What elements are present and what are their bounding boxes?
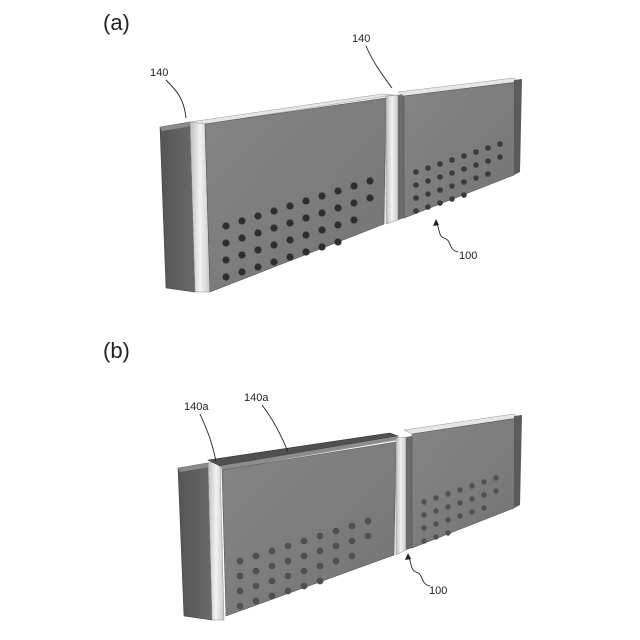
face-panel-1-b <box>222 442 396 616</box>
leader-line-100-a <box>436 222 458 252</box>
panel-a-label: (a) <box>103 10 130 35</box>
arrowhead-100-a <box>433 219 439 226</box>
ref-100-a: 100 <box>459 250 477 262</box>
callout-140a-right: 140a <box>244 392 269 404</box>
left-side-block <box>160 122 195 292</box>
leader-line-140-right <box>366 46 392 88</box>
divider-strip-b <box>396 437 406 555</box>
callout-140-right: 140 <box>352 33 370 45</box>
divider-strip <box>386 95 398 224</box>
callout-140a-left: 140a <box>184 401 209 413</box>
leader-line-140a-left <box>200 414 216 462</box>
leader-line-140-left <box>166 80 186 118</box>
arrowhead-100-b <box>405 553 411 560</box>
wall-assembly-b <box>178 414 522 620</box>
leader-line-140a-right <box>262 405 288 452</box>
panel-b-label: (b) <box>103 338 130 363</box>
leader-line-100-b <box>408 556 430 586</box>
face-panel-2 <box>404 82 518 218</box>
ref-100-b: 100 <box>429 585 447 597</box>
left-side-block-b <box>178 463 212 620</box>
callout-140-left: 140 <box>150 67 168 79</box>
face-panel-1 <box>205 98 386 292</box>
face-panel-2-b <box>412 418 518 548</box>
